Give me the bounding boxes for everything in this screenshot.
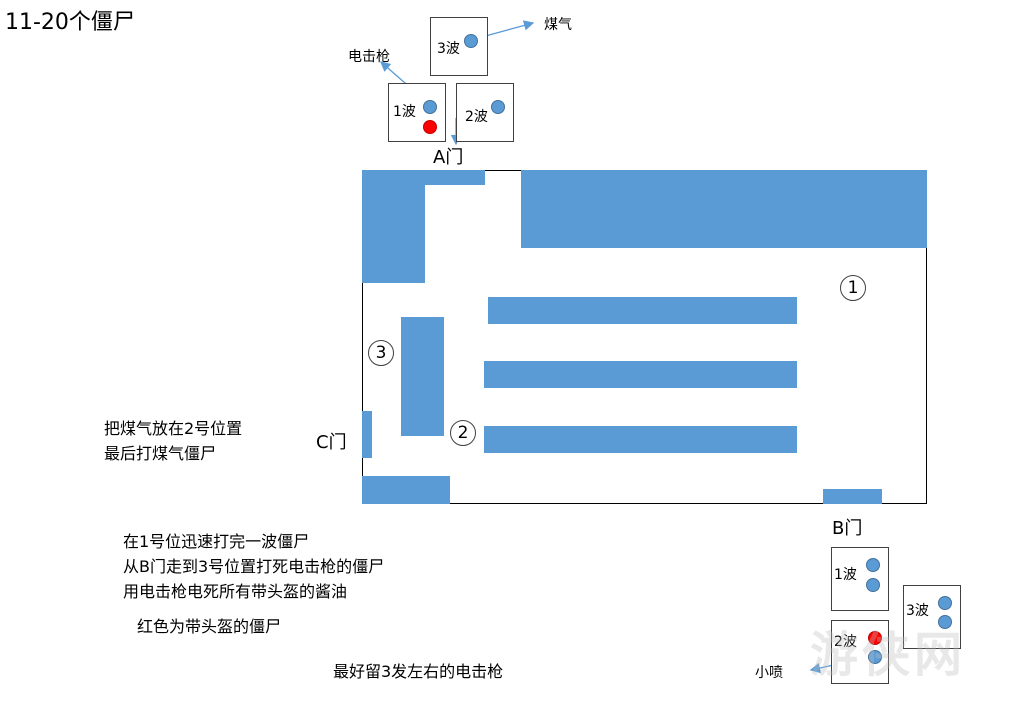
zombie-dot — [938, 596, 952, 610]
door-c-label: C门 — [316, 432, 347, 453]
wave-label: 1波 — [834, 567, 857, 583]
group-a-wave1-box: 1波 — [388, 83, 446, 142]
zombie-dot — [866, 558, 880, 572]
note-gas-line1: 把煤气放在2号位置 — [104, 419, 243, 438]
helmet-zombie-dot — [423, 120, 437, 134]
watermark: 游侠网 — [810, 627, 967, 683]
wall-top-left — [362, 170, 425, 283]
wave-label: 2波 — [465, 109, 488, 125]
note-gas-line2: 最后打煤气僵尸 — [104, 444, 217, 463]
group-b-wave3-box: 3波 — [903, 585, 961, 649]
door-c-wall — [362, 411, 372, 458]
zombie-dot — [464, 34, 478, 48]
helmet-zombie-dot — [868, 631, 882, 645]
zombie-dot — [868, 650, 882, 664]
wall-top-left-strip — [425, 170, 485, 185]
position-2-marker: 2 — [450, 420, 476, 446]
zombie-dot — [866, 578, 880, 592]
door-b-label: B门 — [832, 518, 863, 539]
door-a-label: A门 — [433, 147, 464, 168]
wave-label: 3波 — [437, 41, 460, 57]
group-b-wave2-box: 2波 — [831, 620, 889, 684]
wall-top-right — [521, 170, 927, 248]
label-spray: 小喷 — [755, 665, 783, 681]
note-step-line2: 从B门走到3号位置打死电击枪的僵尸 — [123, 557, 385, 576]
shelf-1 — [488, 297, 797, 324]
wave-label: 2波 — [834, 634, 857, 650]
position-1-marker: 1 — [840, 275, 866, 301]
label-gas: 煤气 — [544, 17, 572, 33]
shelf-2 — [484, 361, 797, 388]
shelf-3 — [484, 426, 797, 453]
wave-label: 1波 — [393, 104, 416, 120]
position-3-marker: 3 — [368, 340, 394, 366]
zombie-dot — [938, 615, 952, 629]
note-tip: 最好留3发左右的电击枪 — [333, 662, 504, 681]
wall-bottom-left — [362, 476, 450, 504]
group-a-wave2-box: 2波 — [456, 83, 514, 142]
label-electric-gun: 电击枪 — [348, 49, 390, 65]
page-title: 11-20个僵尸 — [5, 10, 135, 35]
zombie-dot — [423, 100, 437, 114]
zombie-dot — [491, 100, 505, 114]
shelf-vertical — [401, 317, 444, 436]
note-legend-red: 红色为带头盔的僵尸 — [137, 617, 282, 636]
wall-bottom-right — [823, 489, 882, 504]
group-a-wave3-box: 3波 — [430, 17, 488, 76]
group-b-wave1-box: 1波 — [831, 547, 889, 611]
note-step-line3: 用电击枪电死所有带头盔的酱油 — [123, 582, 348, 601]
note-step-line1: 在1号位迅速打完一波僵尸 — [123, 532, 310, 551]
wave-label: 3波 — [906, 603, 929, 619]
